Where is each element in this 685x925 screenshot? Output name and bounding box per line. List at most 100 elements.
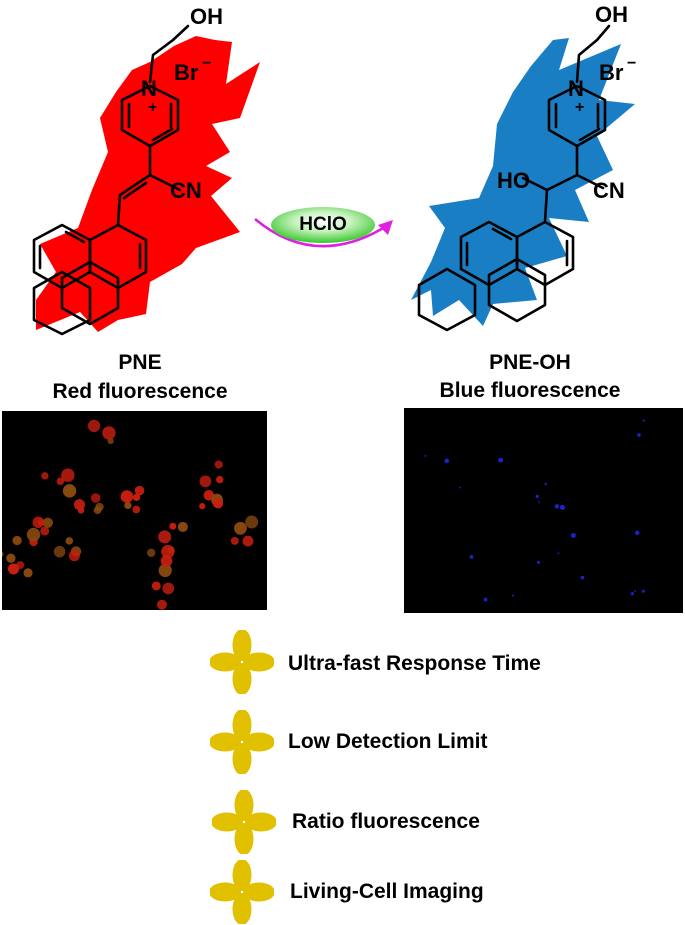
blue-cell <box>559 504 566 510</box>
curved-arrow <box>254 218 386 248</box>
blue-cell <box>630 592 634 596</box>
red-cell <box>132 505 141 514</box>
red-cell <box>242 535 254 547</box>
red-cell <box>161 544 175 559</box>
red-cell <box>68 550 80 562</box>
red-cell <box>8 563 20 575</box>
blue-cell <box>535 494 539 498</box>
petal-icon <box>212 790 276 854</box>
red-cell <box>53 545 66 558</box>
blue-cell <box>544 482 547 486</box>
feature-item: Ratio fluorescence <box>212 790 632 854</box>
petal-icon <box>210 710 274 774</box>
red-cell <box>2 551 4 557</box>
reagent-ellipse <box>271 207 375 243</box>
feature-item: Ultra-fast Response Time <box>210 630 630 694</box>
blue-cell <box>554 504 560 509</box>
red-cell <box>12 535 22 546</box>
blue-cell <box>458 486 461 489</box>
red-cell <box>132 493 141 502</box>
blue-cell <box>580 575 585 580</box>
right-atom-br: Br <box>599 60 624 85</box>
arrow-head <box>378 220 393 235</box>
petal-icon <box>210 630 274 694</box>
red-cell <box>158 530 172 544</box>
red-cell <box>42 517 53 528</box>
feature-item: Living-Cell Imaging <box>210 860 630 924</box>
red-cell <box>230 536 239 545</box>
blue-cell <box>634 590 637 592</box>
left-atom-plus: + <box>148 99 157 116</box>
red-cell <box>162 582 175 595</box>
red-cell <box>124 501 132 510</box>
blue-cell <box>469 555 474 559</box>
blue-cell <box>512 594 515 597</box>
red-cell <box>151 581 161 591</box>
blue-cell <box>483 597 488 602</box>
blue-cell <box>536 560 541 564</box>
reagent-label: HClO <box>299 214 347 235</box>
red-cell <box>77 507 85 514</box>
red-cell <box>95 502 104 512</box>
red-cell <box>41 472 49 480</box>
left-atom-oh: OH <box>190 4 223 29</box>
feature-label: Living-Cell Imaging <box>290 880 484 903</box>
red-cell <box>169 522 177 530</box>
right-compound-subtitle: Blue fluorescence <box>439 379 621 402</box>
red-cell <box>87 419 101 433</box>
feature-list: Ultra-fast Response Time Low Detection L… <box>0 630 685 924</box>
blue-cell <box>424 454 427 457</box>
left-compound-name: PNE <box>118 351 162 374</box>
left-atom-n: N <box>141 76 157 101</box>
right-atom-ho: HO <box>497 168 530 193</box>
red-cell <box>199 503 206 510</box>
feature-label: Ultra-fast Response Time <box>288 652 541 675</box>
red-fluorescence-image <box>2 411 267 610</box>
blue-cell <box>570 532 576 538</box>
red-cell <box>37 518 45 526</box>
blue-cell <box>634 530 640 536</box>
red-cell <box>62 484 77 498</box>
red-cell <box>26 527 41 542</box>
right-atom-oh: OH <box>595 2 628 27</box>
right-compound-name: PNE-OH <box>489 351 571 374</box>
blue-cell <box>642 419 645 422</box>
feature-label: Ratio fluorescence <box>292 810 480 833</box>
red-cell <box>212 498 224 509</box>
red-cell <box>147 548 156 557</box>
right-atom-n: N <box>568 76 584 101</box>
red-cell <box>56 477 65 486</box>
red-cell <box>199 475 212 488</box>
red-cell <box>6 553 16 563</box>
red-cell <box>156 599 167 610</box>
red-cell <box>215 475 224 484</box>
left-compound: OH N + Br − CN <box>0 0 300 345</box>
left-atom-minus: − <box>202 55 211 72</box>
red-cell <box>234 521 247 535</box>
red-starburst <box>36 36 260 332</box>
blue-cell <box>641 589 645 593</box>
reaction-arrow: HClO <box>245 195 405 265</box>
red-cell <box>90 493 101 503</box>
blue-cell <box>557 552 560 555</box>
left-atom-br: Br <box>174 60 199 85</box>
red-cell <box>65 537 74 545</box>
blue-cell <box>498 457 504 463</box>
feature-label: Low Detection Limit <box>288 730 488 753</box>
red-cell <box>61 468 75 482</box>
left-compound-subtitle: Red fluorescence <box>52 380 228 403</box>
red-cell <box>203 490 215 501</box>
petal-icon <box>210 860 274 924</box>
right-atom-minus: − <box>627 55 636 72</box>
right-atom-cn: CN <box>593 178 625 203</box>
feature-item: Low Detection Limit <box>210 710 630 774</box>
red-cell <box>214 460 223 469</box>
red-cell <box>23 568 33 578</box>
red-cell <box>120 490 134 503</box>
red-cell <box>177 521 188 533</box>
blue-cell <box>637 433 641 437</box>
pne-oh-structure: OH N + Br − CN HO <box>411 2 636 332</box>
red-cell <box>40 526 50 536</box>
blue-cell <box>538 501 540 504</box>
blue-fluorescence-image <box>404 408 683 613</box>
